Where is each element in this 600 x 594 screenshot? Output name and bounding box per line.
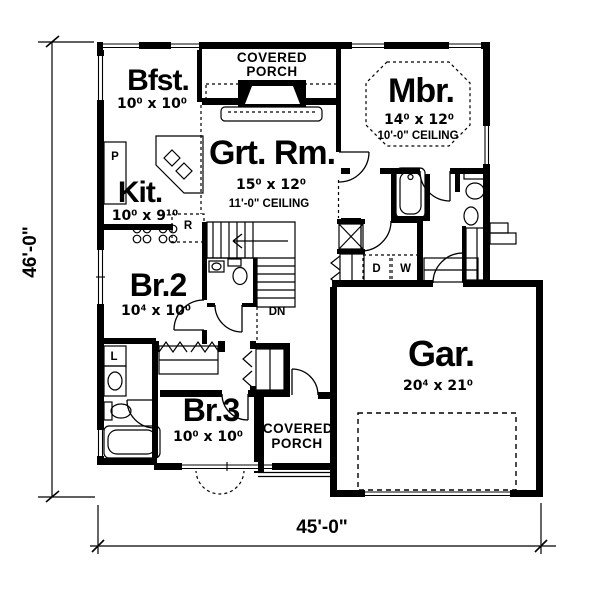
door-br2: [173, 299, 205, 331]
bathtub: [103, 425, 161, 459]
room-bfst-name: Bfst.: [127, 64, 189, 97]
room-labels: Bfst. 10⁰ x 10⁰ COVERED PORCH Mbr. 14⁰ x…: [112, 50, 475, 451]
range-burners: [132, 224, 178, 244]
door-mbr: [338, 151, 370, 183]
porch-bottom-line1: COVERED: [263, 421, 333, 436]
pantry-closet: [103, 141, 127, 205]
window-bath-left: [96, 430, 105, 456]
master-bath-fixtures: [395, 167, 489, 283]
room-br2-size: 10⁴ x 10⁰: [121, 303, 191, 319]
dryer-box: [362, 254, 391, 283]
mud-closet: [423, 257, 479, 283]
room-gar-size: 20⁴ x 21⁰: [403, 378, 473, 394]
room-br2-name: Br.2: [130, 267, 187, 303]
powder-toilet: [232, 266, 248, 286]
master-tub: [395, 167, 426, 219]
dryer-label: D: [372, 263, 380, 275]
window-br3-bottom: [182, 462, 272, 471]
linen-label: L: [110, 351, 117, 363]
porch-top-line1: COVERED: [237, 50, 307, 65]
room-mbr-ceiling: 10'-0" CEILING: [377, 130, 458, 142]
room-grt-ceiling: 11'-0" CEILING: [229, 198, 309, 210]
porch-top-line2: PORCH: [246, 64, 297, 79]
window-mbr-top-2: [449, 41, 481, 50]
master-closet: [465, 227, 489, 281]
washer-label: W: [400, 263, 411, 275]
bifold-door: [158, 340, 220, 354]
dimension-left-label: 46'-0": [20, 226, 41, 278]
door-swings: [126, 151, 464, 429]
pantry-label: P: [111, 151, 119, 163]
sink-basin-2: [175, 162, 193, 180]
room-grt-size: 15⁰ x 12⁰: [236, 177, 306, 193]
powder-fixtures: [208, 258, 248, 286]
powder-sink: [208, 260, 225, 273]
door-laundry: [360, 220, 392, 252]
garage-door: [357, 412, 517, 491]
window-bfst-top-2: [171, 41, 199, 50]
dimension-bottom: 45'-0": [90, 503, 556, 554]
staircase: [206, 221, 296, 308]
window-mbr-top-1: [352, 41, 384, 50]
master-toilet: [465, 182, 485, 200]
door-br3: [221, 393, 249, 421]
room-mbr-name: Mbr.: [388, 72, 454, 110]
room-bfst-size: 10⁰ x 10⁰: [117, 96, 187, 112]
window-mbr-right: [482, 126, 491, 164]
door-rear-porch: [291, 368, 319, 396]
powder-toilet-tank: [227, 258, 242, 267]
entry-door: [220, 80, 323, 122]
kitchen-fixtures: [103, 135, 204, 244]
porch-slab-edge: [258, 397, 337, 478]
door-bath2: [126, 399, 156, 429]
hall-closet-b: [242, 341, 285, 394]
hall-closet-a: [152, 340, 225, 375]
interior-walls: [97, 49, 483, 473]
window-bfst-left: [96, 56, 105, 100]
chase-box: [337, 219, 365, 254]
stair-direction-arrow: [232, 233, 288, 249]
room-br3-size: 10⁰ x 10⁰: [173, 429, 243, 445]
washer-box: [391, 254, 420, 283]
tray-ceiling-octagon: [365, 61, 471, 147]
corner-sink-counter: [155, 135, 204, 194]
dimension-left: 46'-0": [20, 35, 95, 503]
vanity: [103, 365, 127, 397]
sink-basin-1: [163, 149, 181, 167]
bifold-door: [242, 350, 253, 388]
room-gar-name: Gar.: [408, 333, 474, 374]
master-toilet-tank: [463, 169, 487, 180]
room-mbr-size: 14⁰ x 12⁰: [384, 112, 454, 128]
master-sink: [463, 206, 479, 226]
rear-stoop: [489, 222, 517, 245]
room-kit-name: Kit.: [118, 176, 162, 209]
window-br2-left: [96, 250, 105, 304]
toilet: [110, 403, 132, 419]
fridge-label: R: [184, 220, 193, 232]
door-powder: [214, 304, 243, 333]
dimension-bottom-label: 45'-0": [296, 517, 348, 538]
toilet-tank: [103, 401, 113, 421]
window-well-arc: [195, 469, 245, 495]
room-grt-name: Grt. Rm.: [209, 134, 335, 172]
porch-bottom-line2: PORCH: [271, 436, 322, 451]
coat-closet: [330, 253, 365, 287]
bath2-fixtures: [103, 345, 161, 459]
windows: [96, 41, 491, 471]
room-kit-size: 10⁰ x 9¹⁰: [112, 208, 178, 224]
window-bfst-top-1: [103, 41, 139, 50]
fixture-labels: P R D W L DN: [110, 151, 411, 363]
stairs-dn-label: DN: [269, 306, 286, 318]
room-br3-name: Br.3: [183, 392, 240, 428]
